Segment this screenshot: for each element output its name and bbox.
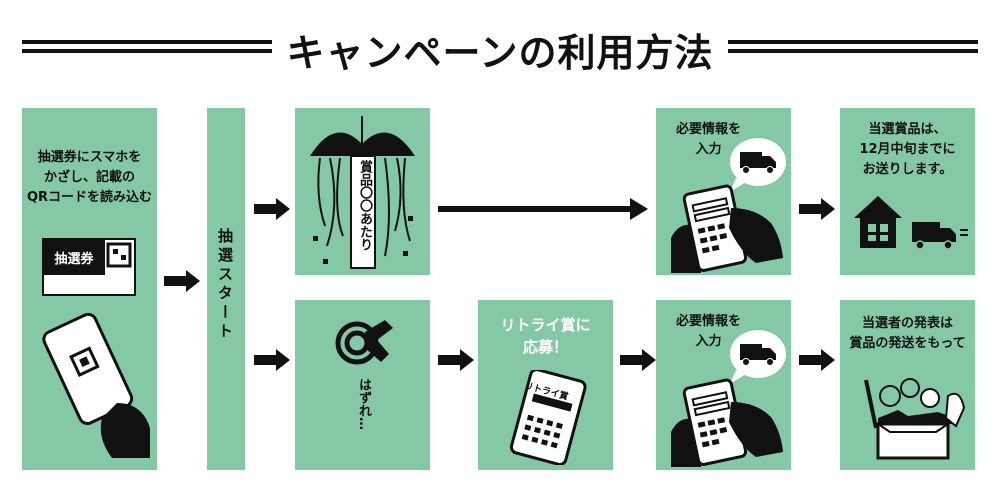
step-ship-top-panel: 当選賞品は、 12月中旬までに お送りします。 [840, 108, 975, 275]
arrow-right-icon [799, 198, 835, 220]
step-retry-panel: リトライ賞に 応募！ リトライ賞 [478, 300, 613, 470]
phone-input-icon [671, 378, 783, 467]
truck-bubble-icon [730, 138, 786, 192]
step-input-bottom-text: 必要情報を 入力 [675, 314, 741, 349]
ticket-illustration: 抽選券 [42, 238, 136, 296]
retry-phone-icon [509, 370, 587, 465]
arrow-right-icon [799, 349, 835, 371]
step-start-text: 抽選スタート [216, 228, 234, 342]
step-ship-bottom-panel: 当選者の発表は 賞品の発送をもって [840, 300, 975, 470]
step-start-panel: 抽選スタート [207, 108, 245, 470]
title-line-right [728, 40, 978, 56]
step-ship-top-text: 当選賞品は、 12月中旬までに お送りします。 [859, 122, 956, 177]
ticket-label: 抽選券 [54, 251, 94, 267]
win-tag-text: 賞品〇〇あたり [357, 160, 372, 251]
step-lose-panel: はずれ… [295, 300, 430, 470]
step-win-panel: 賞品〇〇あたり [295, 108, 430, 275]
arrow-right-icon [254, 198, 290, 220]
step-retry-text: リトライ賞に 応募！ [500, 316, 591, 356]
arrow-right-icon [620, 349, 656, 371]
step-ship-bottom-text: 当選者の発表は 賞品の発送をもって [849, 316, 966, 351]
arrow-right-icon [164, 270, 200, 292]
title-line-left [22, 40, 272, 56]
page-title: キャンペーンの利用方法 [286, 31, 714, 75]
phone-input-icon [671, 184, 783, 273]
arrow-right-icon [438, 349, 474, 371]
kusudama-icon [310, 116, 415, 269]
produce-box-icon [864, 378, 966, 460]
step-lose-text: はずれ… [356, 378, 371, 430]
long-arrow-right-icon [438, 198, 648, 220]
miss-target-icon [335, 320, 393, 365]
arrow-right-icon [254, 349, 290, 371]
step-scan-panel: 抽選券にスマホを かざし、記載の QRコードを読み込む 抽選券 [22, 108, 157, 470]
step-scan-text: 抽選券にスマホを かざし、記載の QRコードを読み込む [26, 150, 153, 205]
step-input-top-text: 必要情報を 入力 [675, 122, 741, 157]
phone-scan-icon [42, 312, 150, 458]
step-input-top-panel: 必要情報を 入力 [656, 108, 791, 275]
step-input-bottom-panel: 必要情報を 入力 [656, 300, 791, 470]
truck-bubble-icon [730, 330, 786, 384]
house-truck-icon [854, 196, 968, 250]
title-bar: キャンペーンの利用方法 [0, 18, 1000, 78]
